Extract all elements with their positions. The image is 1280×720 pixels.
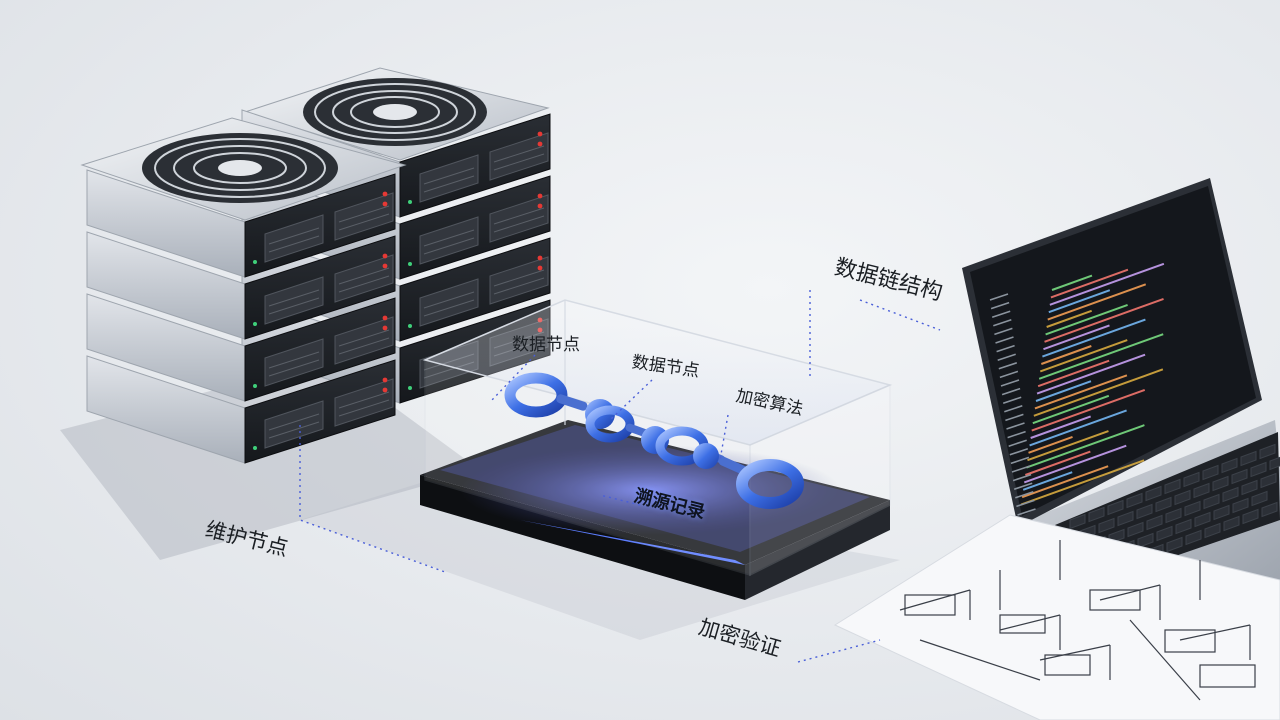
drive-bay-icon xyxy=(489,132,549,181)
blueprint-diagram xyxy=(833,514,1280,720)
drive-bay-icon xyxy=(419,154,479,203)
drive-bay-icon xyxy=(334,192,394,241)
drive-bay-icon xyxy=(264,214,324,263)
server-stack-front xyxy=(80,117,407,464)
drive-bay-icon xyxy=(419,216,479,265)
label-data-node-1: 数据节点 xyxy=(512,335,580,355)
drive-bay-icon xyxy=(489,256,549,305)
drive-bay-icon xyxy=(334,316,394,365)
drive-bay-icon xyxy=(264,338,324,387)
drive-bay-icon xyxy=(419,278,479,327)
glass-display-box xyxy=(420,299,893,600)
drive-bay-icon xyxy=(334,378,394,427)
drive-bay-icon xyxy=(264,400,324,449)
leader-lines xyxy=(299,290,941,663)
glass-shadow xyxy=(300,480,900,640)
chain-link-icon xyxy=(504,372,804,509)
drive-bay-icon xyxy=(264,276,324,325)
drive-bay-icon xyxy=(489,194,549,243)
drive-bay-icon xyxy=(334,254,394,303)
